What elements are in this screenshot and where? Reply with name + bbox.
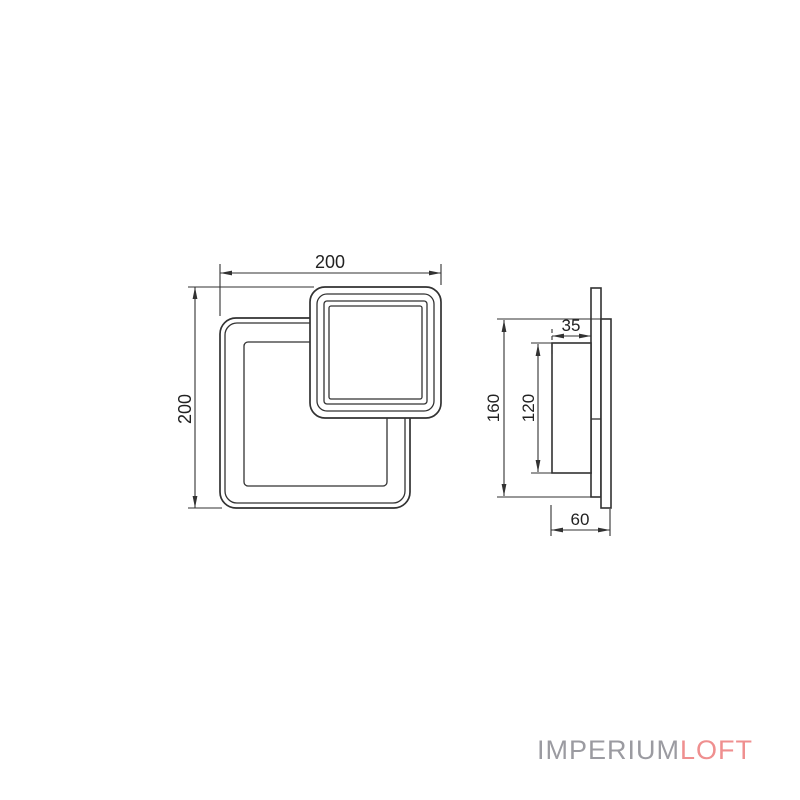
side-height-dimension-label: 160 [484, 394, 503, 422]
front-small-frame-opening-outer-outline [323, 300, 428, 405]
side-depth-dimension-label: 60 [571, 510, 590, 529]
front-small-frame-outer-outline [309, 286, 442, 419]
front-view [219, 286, 442, 509]
side-wall-plate-profile [600, 318, 612, 509]
front-width-dimension-label: 200 [315, 252, 345, 272]
front-small-frame-edge-outline [316, 293, 435, 412]
front-height-dimension-label: 200 [175, 394, 195, 424]
brand-watermark-loft: LOFT [679, 735, 753, 765]
side-view-dimensions [497, 318, 611, 536]
brand-watermark-imperium: IMPERIUM [536, 735, 680, 765]
side-protruding-body-profile [551, 342, 592, 474]
side-body-height-dimension-label: 120 [519, 394, 538, 422]
front-view-dimensions [188, 264, 442, 509]
front-small-frame-opening-inner-outline [328, 305, 423, 400]
side-view [551, 287, 612, 509]
brand-watermark: IMPERIUMLOFT [537, 737, 753, 764]
side-protrusion-dimension-label: 35 [562, 316, 581, 335]
